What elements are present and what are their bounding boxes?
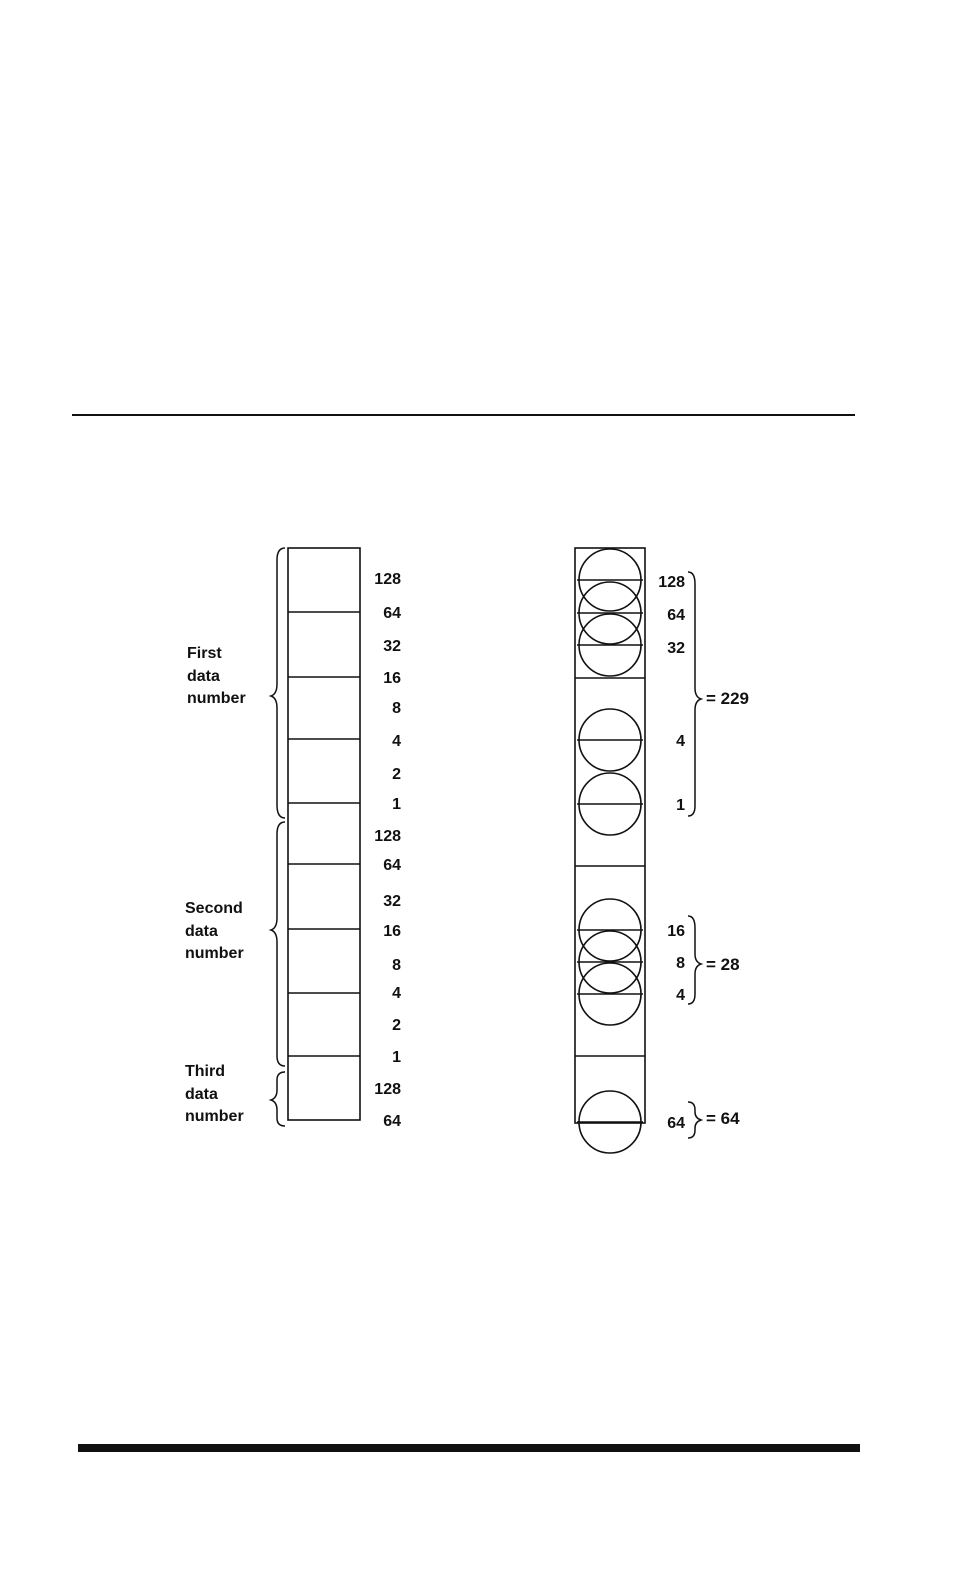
sum-first-value: = 229 [706, 689, 749, 708]
left-bit-label: 4 [392, 985, 401, 1002]
brace-sum-second [688, 916, 701, 1004]
sum-second-value: = 28 [706, 955, 740, 974]
left-bit-label: 128 [374, 828, 401, 845]
printed-dots [577, 549, 643, 1153]
right-bit-label: 64 [667, 607, 685, 624]
left-bit-label: 32 [383, 893, 401, 910]
group-label-line: number [185, 1108, 244, 1125]
right-bit-label: 128 [658, 574, 685, 591]
group-label-line: data [187, 668, 220, 685]
left-bit-label: 8 [392, 957, 401, 974]
group-label-line: Second [185, 900, 243, 917]
group-label-line: number [185, 945, 244, 962]
right-dot-column: 128 64 32 4 1 16 8 4 64 [575, 548, 685, 1153]
right-cell-dividers [575, 678, 645, 1056]
group-label-line: number [187, 690, 246, 707]
right-bit-label: 4 [676, 987, 685, 1004]
left-bit-label: 128 [374, 571, 401, 588]
brace-first-data [271, 548, 285, 818]
left-bit-label: 16 [383, 670, 401, 687]
left-bit-label: 1 [392, 796, 401, 813]
bottom-rule [78, 1444, 860, 1452]
left-bit-label: 128 [374, 1081, 401, 1098]
brace-sum-third [688, 1102, 701, 1138]
left-column-outline [288, 548, 360, 1120]
left-bit-label: 8 [392, 700, 401, 717]
left-bit-label: 64 [383, 1113, 401, 1130]
left-bit-label: 2 [392, 766, 401, 783]
third-data-number-label: Third data number [185, 1063, 244, 1125]
left-bit-label: 2 [392, 1017, 401, 1034]
left-bit-label: 1 [392, 1049, 401, 1066]
right-bit-label: 64 [667, 1115, 685, 1132]
second-data-number-label: Second data number [185, 900, 247, 962]
group-label-line: data [185, 1086, 218, 1103]
right-bit-labels: 128 64 32 4 1 16 8 4 64 [658, 574, 685, 1132]
brace-second-data [271, 822, 285, 1066]
right-bit-label: 16 [667, 923, 685, 940]
right-bit-label: 8 [676, 955, 685, 972]
sum-third-value: = 64 [706, 1109, 740, 1128]
left-bit-label: 64 [383, 605, 401, 622]
group-label-line: First [187, 645, 222, 662]
group-label-line: Third [185, 1063, 225, 1080]
left-cell-dividers [288, 612, 360, 1056]
right-bit-label: 32 [667, 640, 685, 657]
brace-sum-first [688, 572, 701, 816]
left-bit-column: 128 64 32 16 8 4 2 1 128 64 32 16 8 4 2 1 128 64 [288, 548, 401, 1130]
right-bit-label: 4 [676, 733, 685, 750]
first-data-number-label: First data number [187, 645, 246, 707]
group-label-line: data [185, 923, 218, 940]
brace-third-data [271, 1072, 285, 1126]
left-bit-labels: 128 64 32 16 8 4 2 1 128 64 32 16 8 4 2 1 128 64 [374, 571, 401, 1130]
right-bit-label: 1 [676, 797, 685, 814]
left-bit-label: 4 [392, 733, 401, 750]
left-bit-label: 32 [383, 638, 401, 655]
left-bit-label: 16 [383, 923, 401, 940]
left-bit-label: 64 [383, 857, 401, 874]
